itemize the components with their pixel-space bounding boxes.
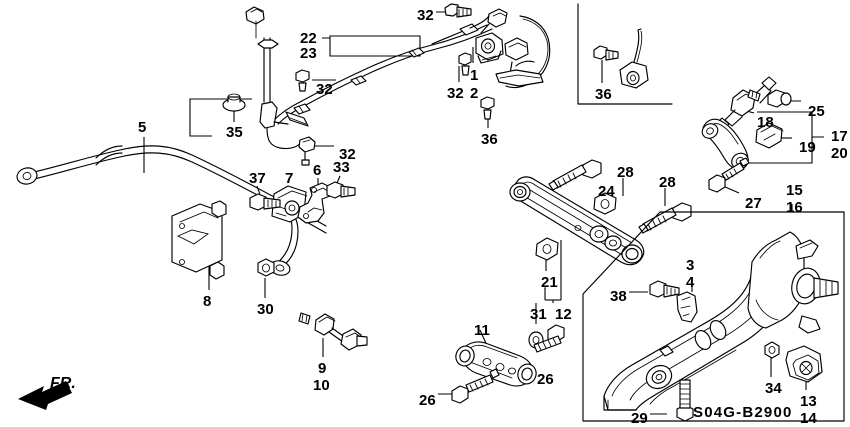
bolt-37 <box>249 193 281 211</box>
lower-arm-body <box>509 176 645 266</box>
bolt-36-inset <box>593 45 619 61</box>
callout-number-26: 26 <box>419 392 436 409</box>
callout-number-35: 35 <box>226 124 243 141</box>
callout-number-24: 24 <box>598 183 615 200</box>
callout-number-14: 14 <box>800 410 817 427</box>
trailing-arm-inset-box <box>582 211 845 422</box>
callout-number-32: 32 <box>339 146 356 163</box>
callout-number-6: 6 <box>313 162 322 179</box>
callout-number-21: 21 <box>541 274 558 291</box>
callout-number-32: 32 <box>316 81 333 98</box>
callout-number-4: 4 <box>686 274 695 291</box>
callout-number-8: 8 <box>203 293 212 310</box>
callout-number-3: 3 <box>686 257 695 274</box>
abs-sensor <box>619 28 649 89</box>
grommet-35 <box>222 93 246 112</box>
callout-number-37: 37 <box>249 170 266 187</box>
front-direction-arrow <box>18 381 72 410</box>
bolt-26-left <box>451 368 500 404</box>
callout-number-9: 9 <box>318 360 327 377</box>
bolt-36-center <box>480 96 495 120</box>
bushing-21 <box>535 237 559 261</box>
bushing-19 <box>755 122 784 149</box>
bolt-28-right <box>638 202 692 234</box>
callout-number-33: 33 <box>333 159 350 176</box>
callout-number-15: 15 <box>786 182 803 199</box>
upper-control-arm-group <box>701 76 792 193</box>
bolt-33 <box>326 181 356 199</box>
callout-number-19: 19 <box>799 139 816 156</box>
callout-number-32: 32 <box>417 7 434 24</box>
callout-number-5: 5 <box>138 119 147 136</box>
abs-sensor-inset-box <box>577 3 673 105</box>
bolt-28-left <box>548 159 602 191</box>
bolt-32-left <box>295 69 310 92</box>
callout-number-30: 30 <box>257 301 274 318</box>
stabilizer-bar-group <box>16 93 368 351</box>
callout-number-18: 18 <box>757 114 774 131</box>
callout-number-32: 32 <box>447 85 464 102</box>
nut-30 <box>257 258 275 277</box>
callout-number-28: 28 <box>659 174 676 191</box>
stabilizer-link-9-10 <box>298 312 368 351</box>
callout-number-27: 27 <box>745 195 762 212</box>
bolt-29 <box>676 379 694 422</box>
lower-control-arm-group <box>509 159 692 266</box>
bushing-7 <box>271 185 308 223</box>
callout-number-13: 13 <box>800 393 817 410</box>
bracket-3-4 <box>676 291 698 323</box>
callout-number-2: 2 <box>470 85 479 102</box>
callout-number-28: 28 <box>617 164 634 181</box>
bolt-26-right <box>533 324 565 353</box>
trailing-arm-body <box>603 231 839 411</box>
callout-number-1: 1 <box>470 67 479 84</box>
brake-hose-assembly-group <box>245 3 551 166</box>
nut-34 <box>764 341 780 359</box>
callout-number-22: 22 <box>300 30 317 47</box>
upper-arm-11-group <box>451 324 565 404</box>
hub-13-14 <box>785 345 823 383</box>
callout-number-26: 26 <box>537 371 554 388</box>
bolt-32-mid <box>458 52 472 76</box>
callout-number-29: 29 <box>631 410 648 427</box>
callout-number-23: 23 <box>300 45 317 62</box>
callout-number-17: 17 <box>831 128 848 145</box>
bolt-27 <box>708 157 750 193</box>
callout-number-34: 34 <box>765 380 782 397</box>
diagram-part-number: S04G-B2900 <box>693 404 793 421</box>
collar-24 <box>593 192 617 215</box>
callout-number-10: 10 <box>313 377 330 394</box>
callout-number-16: 16 <box>786 199 803 216</box>
bolt-32-top <box>444 3 472 18</box>
callout-number-20: 20 <box>831 145 848 162</box>
callout-number-11: 11 <box>474 322 490 339</box>
bolt-25 <box>747 89 792 108</box>
callout-number-7: 7 <box>285 170 294 187</box>
fr-direction-label: FR. <box>50 375 76 392</box>
bolt-38 <box>649 280 680 298</box>
bracket-8 <box>171 200 227 280</box>
callout-number-36: 36 <box>481 131 498 148</box>
callout-number-31: 31 <box>530 306 547 323</box>
callout-number-25: 25 <box>808 103 825 120</box>
callout-number-36: 36 <box>595 86 612 103</box>
callout-number-12: 12 <box>555 306 572 323</box>
callout-number-38: 38 <box>610 288 627 305</box>
